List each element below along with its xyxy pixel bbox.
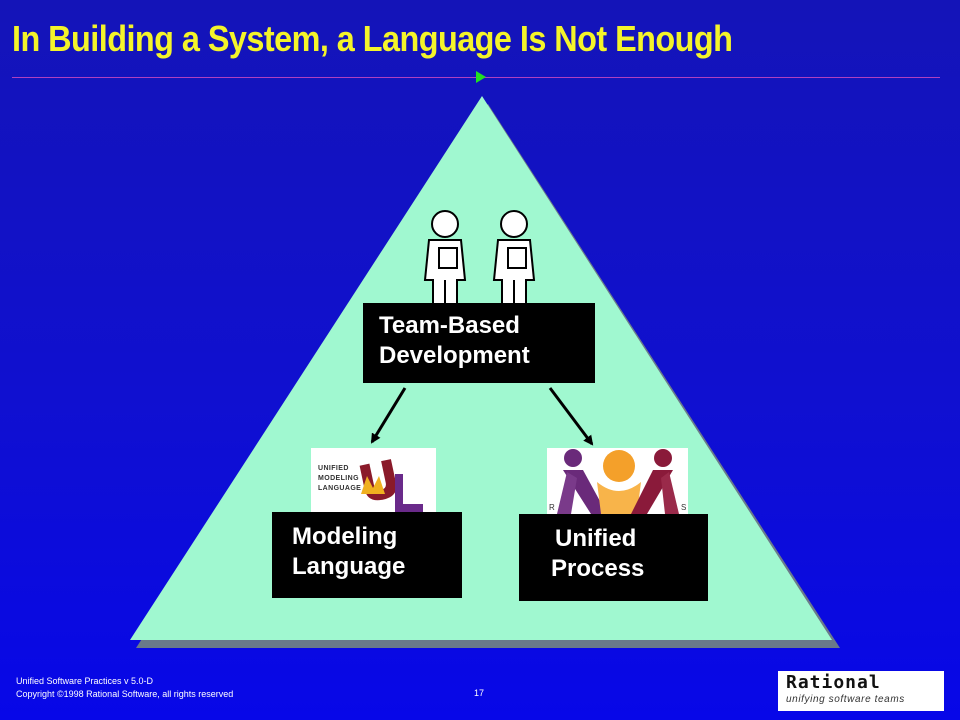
uml-letters-icon	[359, 459, 423, 512]
rational-logo-tagline: unifying software teams	[786, 694, 905, 705]
arrow-to-process	[548, 387, 594, 446]
rational-logo-word: Rational	[786, 672, 881, 693]
svg-text:R: R	[549, 503, 555, 512]
rup-logo: R S	[547, 448, 688, 514]
svg-text:S: S	[681, 503, 686, 512]
play-icon[interactable]	[476, 71, 486, 83]
modeling-language-label: Modeling Language	[272, 512, 462, 598]
footer-info: Unified Software Practices v 5.0-D Copyr…	[16, 675, 233, 701]
person-icon	[492, 210, 536, 307]
model-label-line2: Language	[292, 553, 406, 580]
uml-logo-text: UNIFIED MODELING LANGUAGE	[318, 465, 362, 492]
process-label-line2: Process	[551, 555, 645, 582]
footer-course: Unified Software Practices v 5.0-D	[16, 676, 154, 686]
uml-logo: UNIFIED MODELING LANGUAGE	[311, 448, 436, 512]
rup-people-icon: R S	[549, 449, 686, 514]
unified-process-label: Unified Process	[519, 514, 708, 601]
person-icon	[423, 210, 467, 307]
slide-title: In Building a System, a Language Is Not …	[12, 18, 733, 59]
page-number: 17	[474, 688, 485, 698]
team-label-line2: Development	[379, 342, 530, 369]
process-label-line1: Unified	[555, 525, 637, 552]
model-label-line1: Modeling	[292, 523, 398, 550]
arrow-to-language	[370, 387, 407, 444]
rational-logo: Rational unifying software teams	[778, 671, 944, 711]
team-label-line1: Team-Based	[379, 312, 520, 339]
team-development-label: Team-Based Development	[363, 303, 595, 383]
footer-copyright: Copyright ©1998 Rational Software, all r…	[16, 689, 234, 699]
